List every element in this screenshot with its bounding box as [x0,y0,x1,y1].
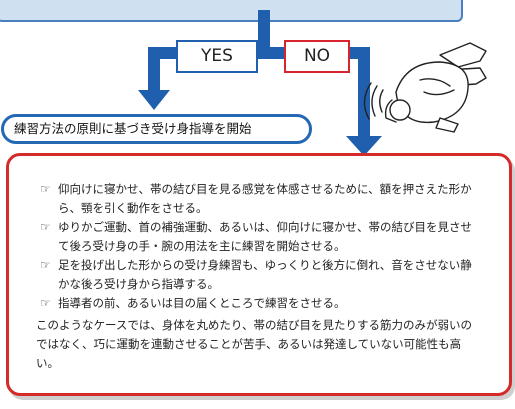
list-item: ☞ 足を投げ出した形からの受け身練習も、ゆっくりと後方に倒れ、音をさせない静かな後… [40,256,480,294]
list-item-text: 指導者の前、あるいは目の届くところで練習をさせる。 [58,296,346,310]
yes-arrow-head [138,90,170,110]
top-flow-box [0,0,463,22]
pointing-hand-icon: ☞ [40,182,51,196]
list-item: ☞ 指導者の前、あるいは目の届くところで練習をさせる。 [40,294,480,313]
summary-paragraph: このようなケースでは、身体を丸めたり、帯の結び目を見たりする筋力のみが弱いのでは… [36,318,472,370]
list-item: ☞ ゆりかご運動、首の補強運動、あるいは、仰向けに寝かせ、帯の結び目を見させて後ろ… [40,218,480,256]
guidance-panel [6,153,512,396]
pointing-hand-icon: ☞ [40,258,51,272]
start-instruction-box: 練習方法の原則に基づき受け身指導を開始 [1,114,312,144]
pointing-hand-icon: ☞ [40,220,51,234]
no-arrow-shaft [358,47,370,139]
list-item: ☞ 仰向けに寝かせ、帯の結び目を見る感覚を体感させるために、額を押さえた形から、顎… [40,180,480,218]
flow-stem [258,10,270,52]
list-item-text: ゆりかご運動、首の補強運動、あるいは、仰向けに寝かせ、帯の結び目を見させて後ろ受… [58,220,472,253]
list-item-text: 仰向けに寝かせ、帯の結び目を見る感覚を体感させるために、額を押さえた形から、顎を… [58,182,472,215]
yes-arrow-shaft [148,47,160,93]
no-arrow-head [346,136,382,156]
judo-fall-illustration [363,42,487,133]
list-item-text: 足を投げ出した形からの受け身練習も、ゆっくりと後方に倒れ、音をさせない静かな後ろ… [58,258,472,291]
pointing-hand-icon: ☞ [40,296,51,310]
yes-label: YES [176,40,258,73]
no-label: NO [284,40,350,73]
guidance-list: ☞ 仰向けに寝かせ、帯の結び目を見る感覚を体感させるために、額を押さえた形から、顎… [40,180,480,313]
